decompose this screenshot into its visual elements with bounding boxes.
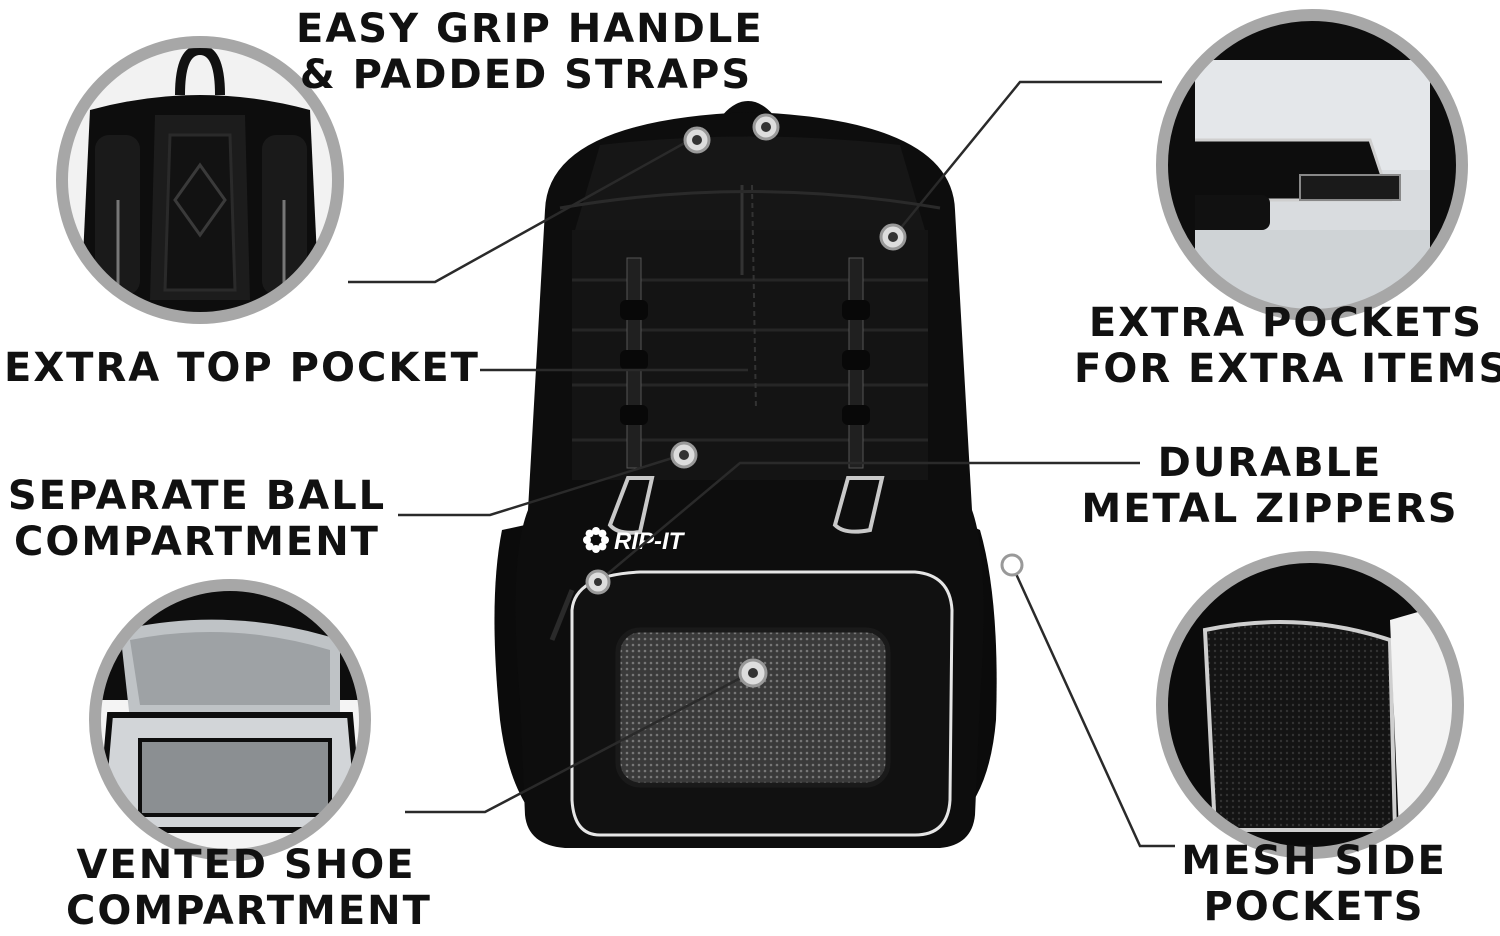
marker-zippers [585, 569, 611, 595]
label-mesh-line1: MESH SIDE [1181, 838, 1447, 884]
marker-mesh [1000, 553, 1024, 577]
label-top-pocket: EXTRA TOP POCKET [4, 345, 480, 391]
callout-line-shoe [405, 670, 753, 814]
label-mesh-line2: POCKETS [1203, 884, 1425, 930]
marker-shoe [738, 658, 768, 688]
callout-markers [585, 113, 1024, 688]
label-shoe-line2: COMPARTMENT [66, 888, 432, 934]
detail-circle-mesh [1156, 551, 1464, 859]
label-grip: EASY GRIP HANDLE & PADDED STRAPS [296, 6, 764, 98]
marker-extra-pockets [879, 223, 907, 251]
flower-icon [583, 527, 609, 553]
label-extra-pockets: EXTRA POCKETS FOR EXTRA ITEMS [1074, 300, 1500, 392]
callout-line-extra-pockets [894, 80, 1162, 236]
callout-line-ball [398, 453, 683, 517]
mesh-vent-window [615, 627, 891, 788]
top-pocket-panel [575, 136, 925, 230]
webbing-straps [620, 257, 870, 469]
marker-grip-2 [752, 113, 780, 141]
label-top-pocket-line1: EXTRA TOP POCKET [4, 345, 480, 391]
front-zipper-pull [549, 589, 575, 641]
label-zippers-line1: DURABLE [1157, 440, 1383, 486]
detail-circle-extra-pockets [1156, 9, 1468, 321]
carabiner-left [607, 476, 655, 535]
callout-line-mesh [1010, 564, 1175, 848]
label-grip-line2: & PADDED STRAPS [299, 52, 753, 98]
top-zipper-trim [559, 190, 941, 210]
backpack-main: RIP-IT [494, 101, 997, 848]
label-grip-line1: EASY GRIP HANDLE [296, 6, 764, 52]
label-ball-line1: SEPARATE BALL [7, 473, 387, 519]
circle-ring-extra-pockets [1156, 9, 1468, 321]
carabiner-right [832, 476, 885, 534]
label-ball-line2: COMPARTMENT [14, 519, 380, 565]
circle-ring-mesh [1156, 551, 1464, 859]
circle-ring-straps [56, 36, 344, 324]
detail-circle-straps [56, 36, 344, 324]
label-shoe: VENTED SHOE COMPARTMENT [66, 842, 432, 934]
label-ball: SEPARATE BALL COMPARTMENT [2, 473, 392, 565]
label-zippers-line2: METAL ZIPPERS [1081, 486, 1459, 532]
marker-grip-1 [683, 126, 711, 154]
callout-line-zippers [597, 461, 1140, 583]
callout-line-grip [348, 138, 691, 284]
circle-ring-shoe [89, 579, 371, 861]
label-zippers: DURABLE METAL ZIPPERS [1080, 440, 1460, 532]
detail-circle-shoe [89, 579, 371, 861]
label-mesh: MESH SIDE POCKETS [1176, 838, 1452, 930]
label-shoe-line1: VENTED SHOE [76, 842, 416, 888]
callout-lines [348, 80, 1175, 848]
label-extra-pockets-line2: FOR EXTRA ITEMS [1074, 346, 1500, 392]
brand-logo: RIP-IT [583, 527, 686, 555]
logo-text: RIP-IT [614, 528, 686, 555]
bungee-cord [751, 184, 757, 411]
marker-ball [670, 441, 698, 469]
label-extra-pockets-line1: EXTRA POCKETS [1088, 300, 1484, 346]
